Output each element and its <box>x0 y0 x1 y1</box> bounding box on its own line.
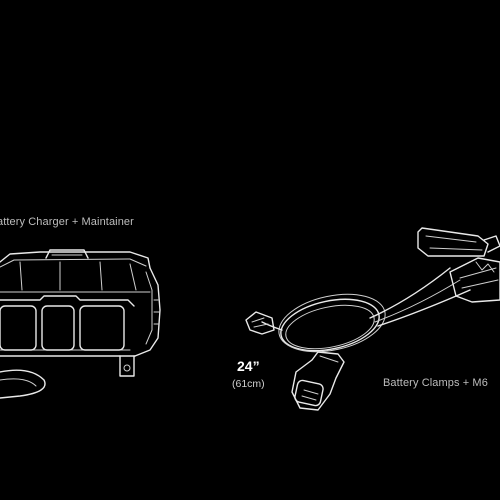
cable-length-metric-label: (61cm) <box>232 378 265 390</box>
battery-clamps-label: Battery Clamps + M6 <box>383 377 488 389</box>
battery-charger-label: attery Charger + Maintainer <box>0 216 134 228</box>
coiled-cable-drawing <box>245 293 386 411</box>
battery-clamps-drawing <box>369 227 500 327</box>
battery-charger-drawing <box>0 249 161 399</box>
cable-length-label: 24” <box>237 358 260 374</box>
